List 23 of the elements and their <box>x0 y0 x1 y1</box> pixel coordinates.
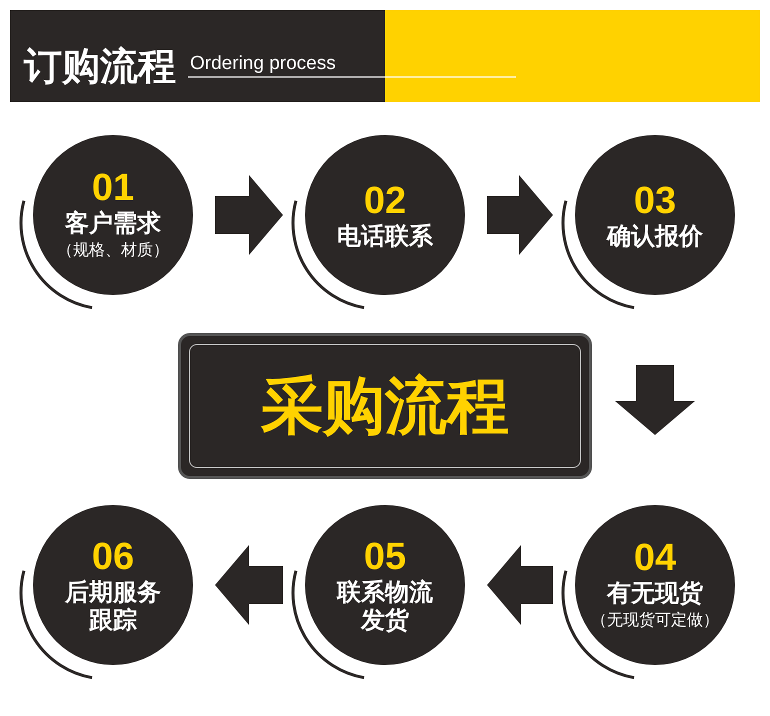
step-note: （无现货可定做） <box>591 610 719 631</box>
block-arrow <box>487 545 553 625</box>
title-panel <box>178 333 592 479</box>
block-arrow <box>215 175 283 255</box>
subtitle: Ordering process <box>190 52 336 76</box>
step-label: 确认报价 <box>605 223 704 251</box>
block-arrow <box>487 175 553 255</box>
block-arrow <box>215 545 283 625</box>
step-number: 03 <box>634 179 676 223</box>
step-number: 06 <box>92 535 134 579</box>
step-number: 05 <box>364 535 406 579</box>
block-arrow <box>615 365 695 435</box>
page-title: 订购流程 <box>24 45 176 90</box>
step-number: 01 <box>92 166 134 210</box>
step-number: 02 <box>364 179 406 223</box>
panel-heading: 采购流程 <box>261 371 509 443</box>
step-label: 客户需求 <box>64 210 162 238</box>
step-note: （规格、材质） <box>57 240 169 261</box>
step-label: 有无现货 <box>606 580 704 608</box>
step-number: 04 <box>634 536 676 580</box>
step-label: 后期服务跟踪 <box>64 579 162 635</box>
step-label: 电话联系 <box>336 223 434 251</box>
step-label: 联系物流发货 <box>336 579 434 635</box>
